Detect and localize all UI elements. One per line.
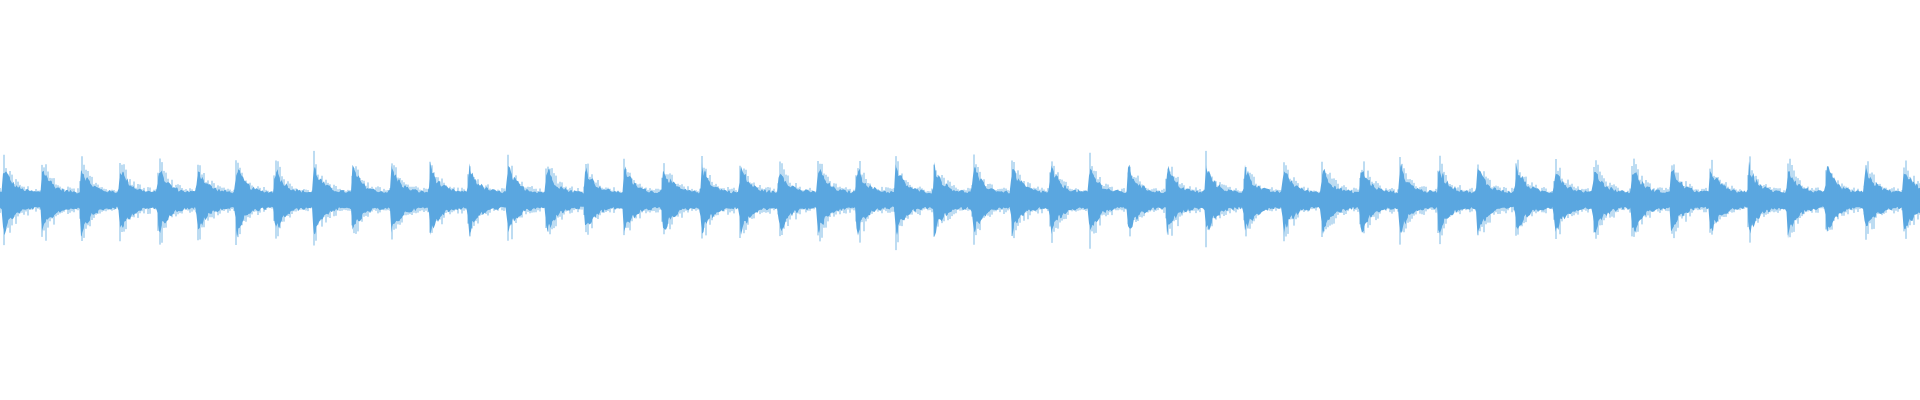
waveform-spikes (0, 150, 1920, 251)
